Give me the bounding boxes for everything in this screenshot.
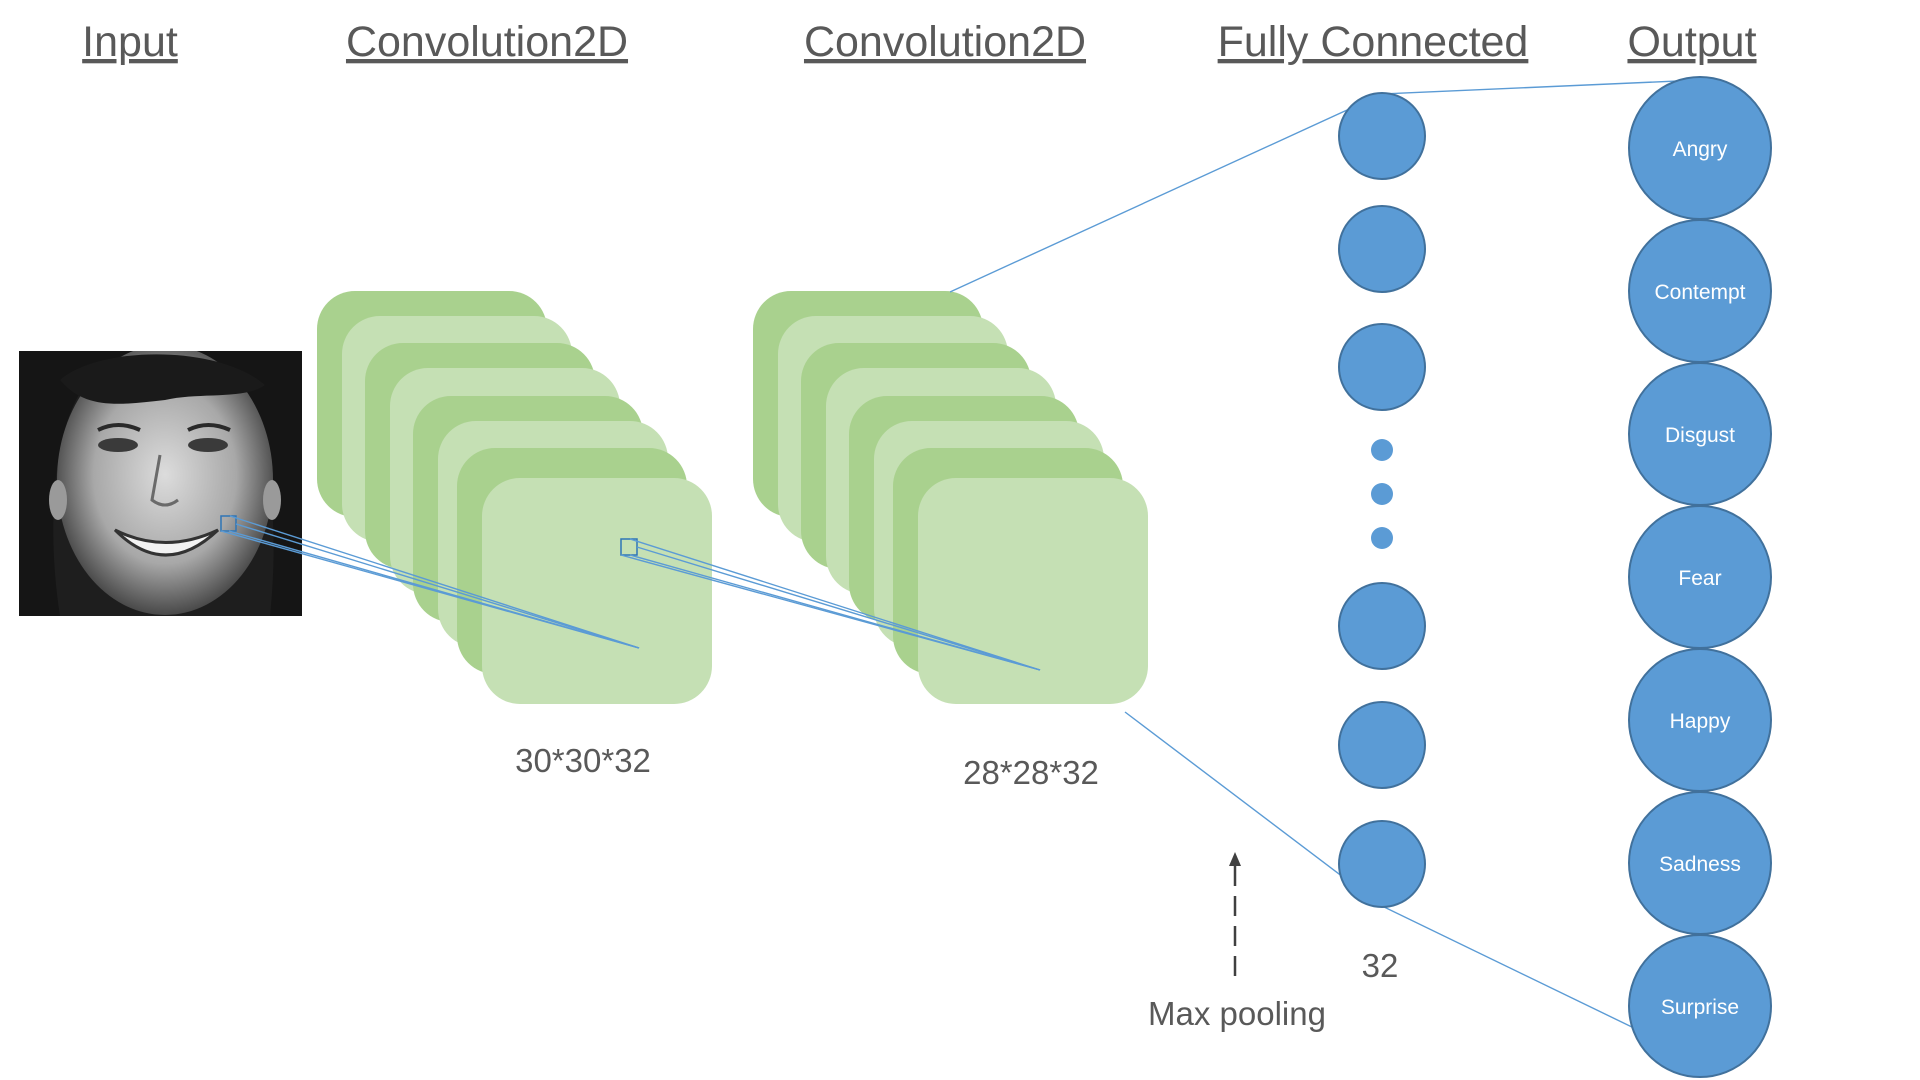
- fc-size-label: 32: [1362, 947, 1399, 984]
- conv2-feature-maps: [753, 291, 1148, 704]
- fc-node: [1338, 205, 1426, 293]
- conv1-feature-maps: [317, 291, 712, 704]
- conv1-shape-label: 30*30*32: [515, 742, 651, 779]
- fc-node: [1338, 92, 1426, 180]
- conv2-shape-label: 28*28*32: [963, 754, 1099, 791]
- heading-output: Output: [1627, 18, 1756, 66]
- output-label-disgust: Disgust: [1665, 424, 1735, 447]
- heading-conv1: Convolution2D: [346, 18, 628, 66]
- heading-input: Input: [82, 18, 178, 66]
- input-face-image: [19, 351, 302, 616]
- fc-node: [1338, 582, 1426, 670]
- fc-node: [1338, 820, 1426, 908]
- heading-conv2: Convolution2D: [804, 18, 1086, 66]
- conv1-map-8: [482, 478, 712, 704]
- ellipsis-dot: [1371, 483, 1393, 505]
- fully-connected-layer: [1338, 92, 1426, 908]
- max-pooling-label: Max pooling: [1148, 995, 1326, 1032]
- output-label-surprise: Surprise: [1661, 996, 1739, 1019]
- ellipsis-dot: [1371, 527, 1393, 549]
- ellipsis-dot: [1371, 439, 1393, 461]
- output-node-surprise: [1628, 934, 1772, 1078]
- receptive-field-box-input: [220, 515, 237, 532]
- fc-node: [1338, 323, 1426, 411]
- output-label-fear: Fear: [1678, 567, 1721, 590]
- output-label-angry: Angry: [1673, 138, 1728, 161]
- output-label-sadness: Sadness: [1659, 853, 1741, 876]
- heading-fully-connected: Fully Connected: [1218, 18, 1529, 66]
- output-layer: AngryContemptDisgustFearHappySadnessSurp…: [1628, 76, 1772, 1078]
- fc-node: [1338, 701, 1426, 789]
- connection-lines: [220, 79, 1701, 1061]
- output-label-happy: Happy: [1670, 710, 1731, 733]
- output-label-contempt: Contempt: [1654, 281, 1745, 304]
- conv2-map-8: [918, 478, 1148, 704]
- max-pooling-arrow: [1229, 852, 1241, 976]
